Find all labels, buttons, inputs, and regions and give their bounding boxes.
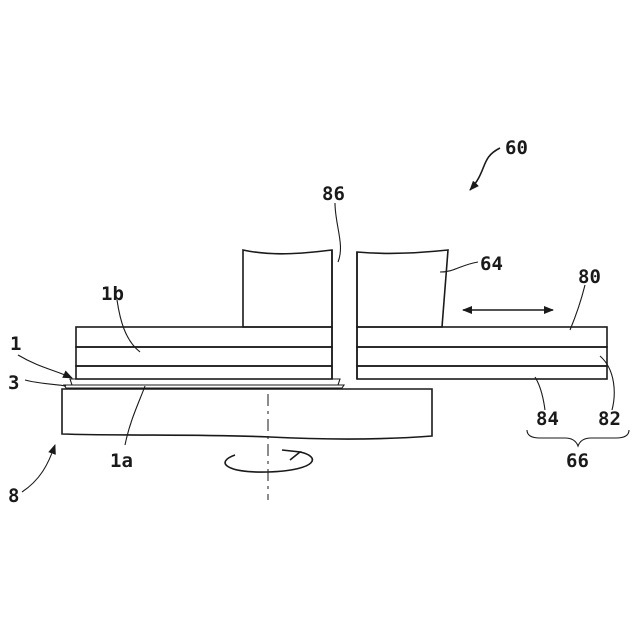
protective-layer-3: [64, 385, 344, 388]
wafer-1: [70, 379, 340, 385]
leader-86: [335, 203, 340, 262]
leader-1b: [117, 300, 140, 352]
pad-layer-84: [76, 366, 607, 379]
label-82: 82: [598, 408, 621, 430]
label-1b: 1b: [101, 283, 124, 305]
leader-3: [25, 380, 66, 386]
brace-66: [527, 430, 629, 446]
pad-layer-82: [76, 347, 607, 366]
arrow-60-icon: [470, 148, 500, 190]
channel-86: [332, 250, 357, 379]
label-80: 80: [578, 266, 601, 288]
label-64: 64: [480, 253, 503, 275]
label-60: 60: [505, 137, 528, 159]
spindle-64: [243, 250, 448, 327]
label-66: 66: [566, 450, 589, 472]
leader-80: [570, 285, 585, 330]
leader-1a: [125, 386, 145, 445]
leader-84: [535, 377, 545, 410]
label-8: 8: [8, 485, 19, 507]
leader-82: [600, 356, 614, 410]
rotation-arrow-icon: [225, 450, 312, 472]
label-84: 84: [536, 408, 559, 430]
chuck-table-8: [62, 389, 432, 439]
label-1: 1: [10, 333, 21, 355]
label-86: 86: [322, 183, 345, 205]
pad-layer-80: [76, 327, 607, 347]
label-1a: 1a: [110, 450, 133, 472]
leader-1: [18, 355, 72, 378]
leader-8: [22, 445, 55, 492]
label-3: 3: [8, 372, 19, 394]
